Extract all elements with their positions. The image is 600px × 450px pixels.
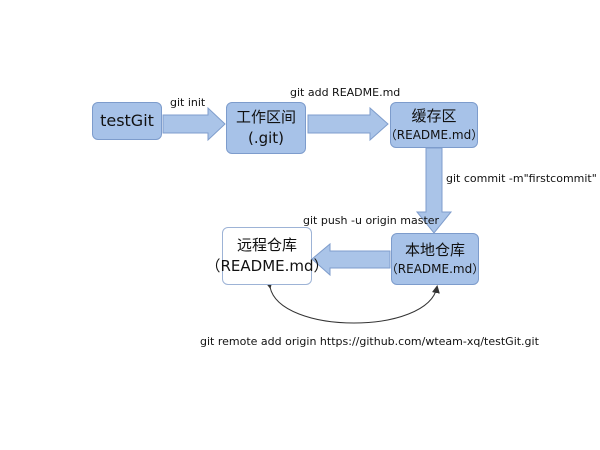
label-git-remote: git remote add origin https://github.com…	[200, 335, 539, 348]
label-git-commit: git commit -m"firstcommit"	[446, 172, 597, 185]
node-testgit-title: testGit	[100, 111, 154, 130]
node-workspace: 工作区间 (.git)	[226, 102, 306, 154]
node-local-repo-title: 本地仓库	[404, 241, 465, 259]
node-remote-repo: 远程仓库 （README.md）	[205, 227, 329, 285]
arrow-init	[162, 106, 226, 142]
node-staging-title: 缓存区	[411, 107, 457, 125]
node-local-repo-sub: （README.md）	[385, 262, 485, 276]
remote-link-connector	[264, 280, 440, 324]
arrow-push	[311, 242, 391, 277]
arrow-add	[307, 106, 389, 142]
label-git-push: git push -u origin master	[303, 214, 440, 227]
node-staging-sub: （README.md）	[384, 128, 484, 142]
label-git-init: git init	[170, 96, 206, 109]
node-staging: 缓存区 （README.md）	[385, 102, 483, 148]
node-remote-repo-title: 远程仓库	[236, 236, 297, 254]
node-workspace-title: 工作区间	[235, 108, 296, 126]
label-git-add: git add README.md	[290, 86, 401, 99]
arrow-commit	[415, 147, 453, 234]
node-testgit: testGit	[92, 102, 162, 140]
node-workspace-sub: (.git)	[247, 129, 285, 147]
node-local-repo: 本地仓库 （README.md）	[386, 233, 484, 285]
node-remote-repo-sub: （README.md）	[205, 257, 329, 275]
